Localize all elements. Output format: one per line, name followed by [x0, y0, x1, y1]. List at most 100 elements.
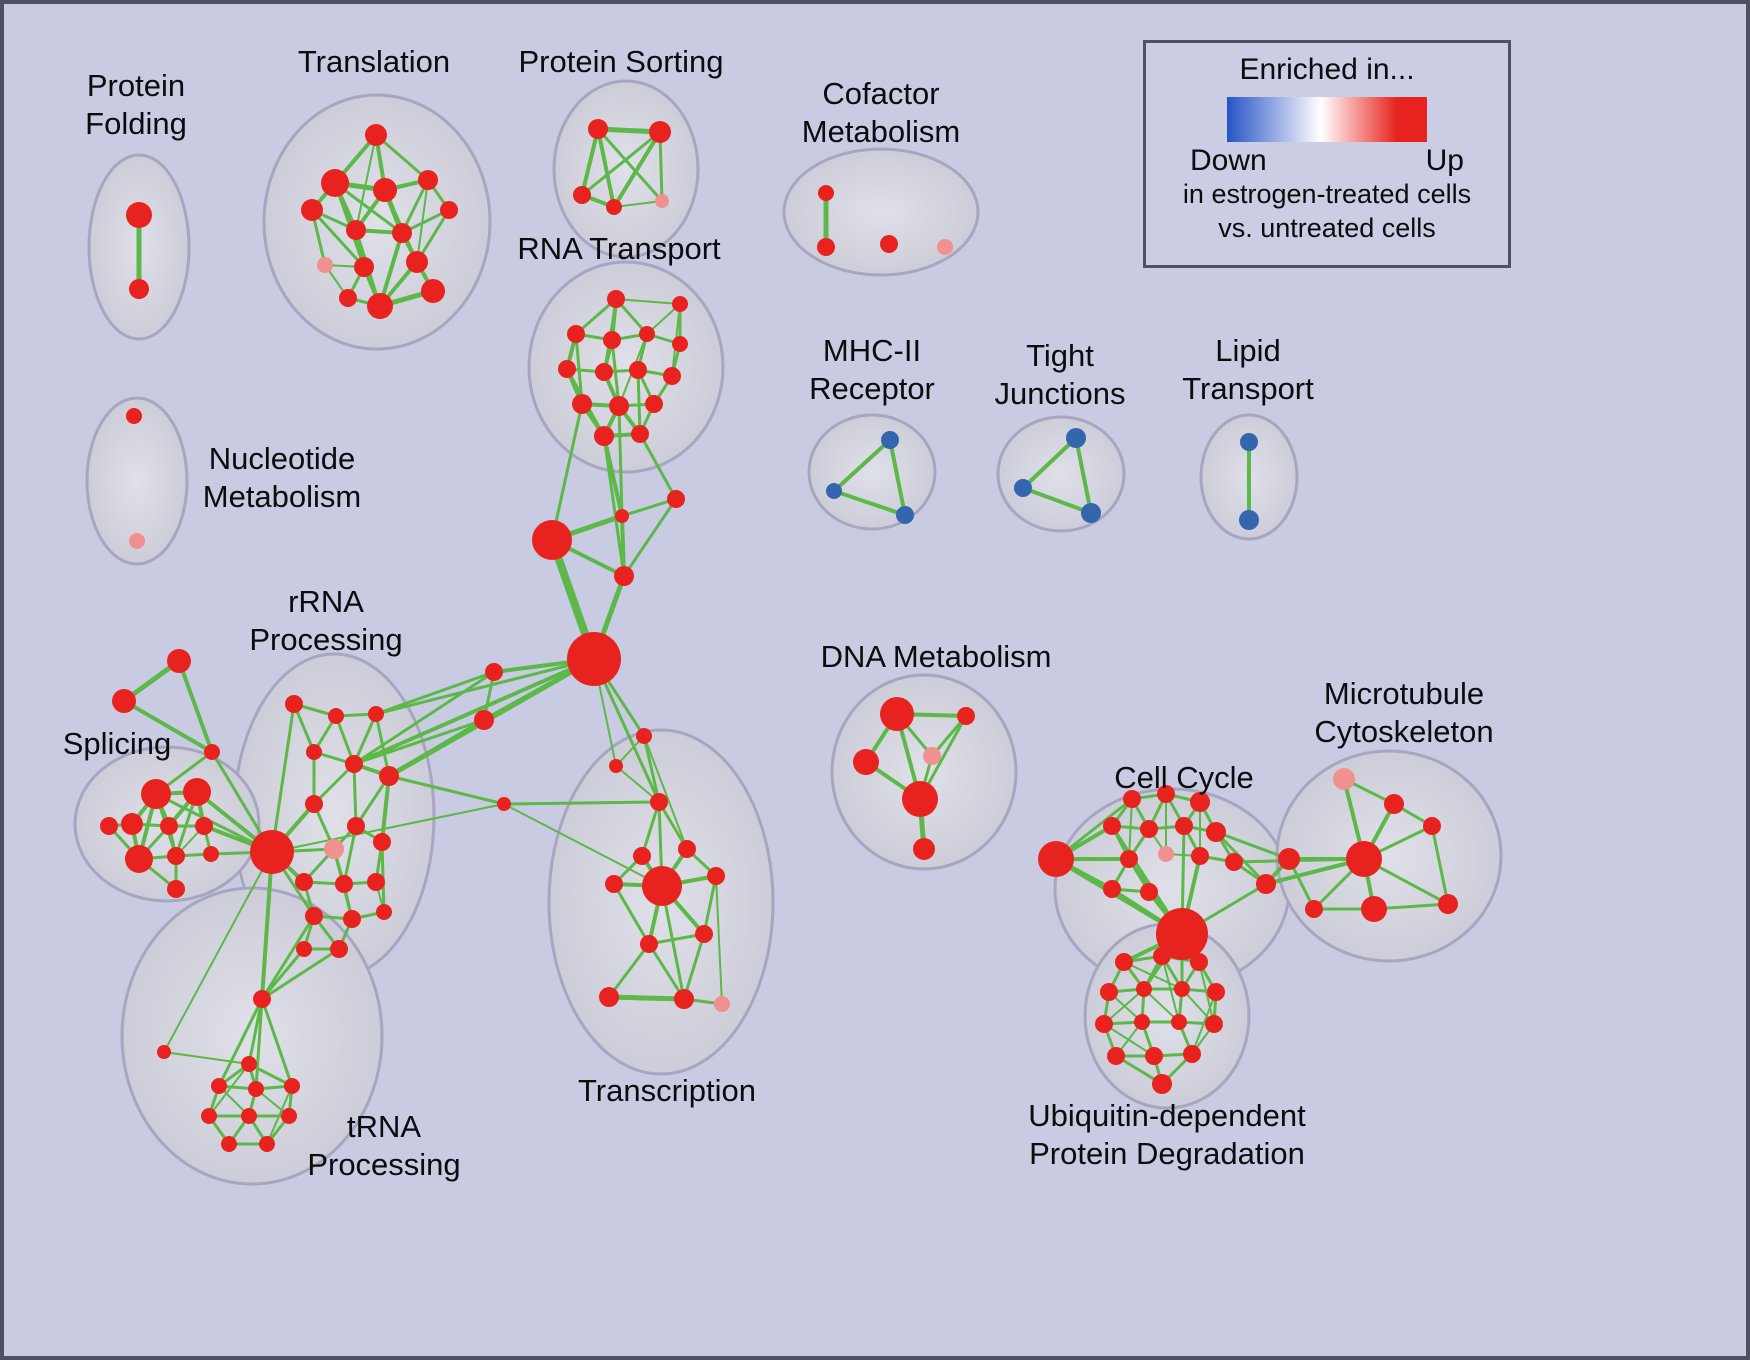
network-edge — [617, 404, 624, 518]
network-node — [937, 239, 953, 255]
network-edge — [620, 497, 678, 518]
network-edge — [163, 851, 273, 1053]
network-node — [607, 290, 625, 308]
network-node — [285, 695, 303, 713]
network-node — [1384, 794, 1404, 814]
network-edge — [596, 127, 664, 203]
network-node — [558, 360, 576, 378]
network-edge — [832, 489, 907, 517]
network-edge — [416, 179, 429, 263]
network-edge — [657, 800, 689, 851]
network-node — [167, 880, 185, 898]
network-node — [1134, 1014, 1150, 1030]
network-edge — [1074, 436, 1093, 515]
network-node — [826, 483, 842, 499]
cluster-label-protein-sorting: Protein Sorting — [518, 44, 723, 79]
cluster-label-mhc-ii-receptor: MHC-II — [823, 333, 921, 368]
network-node — [1066, 428, 1086, 448]
network-node — [1239, 510, 1259, 530]
network-node — [241, 1108, 257, 1124]
network-node — [615, 509, 629, 523]
network-node — [354, 257, 374, 277]
cluster-label-nucleotide-metabolism: Nucleotide — [209, 441, 355, 476]
network-node — [1423, 817, 1441, 835]
network-edge — [310, 208, 366, 269]
network-edge — [177, 659, 214, 754]
network-node — [913, 838, 935, 860]
network-node — [305, 907, 323, 925]
network-node — [497, 797, 511, 811]
network-edge — [702, 874, 718, 936]
network-node — [126, 202, 152, 228]
network-node — [241, 1056, 257, 1072]
network-node — [306, 744, 322, 760]
network-edge — [247, 1062, 294, 1088]
network-node — [1207, 983, 1225, 1001]
network-node — [609, 759, 623, 773]
network-edge — [832, 438, 892, 493]
network-node — [1206, 822, 1226, 842]
network-node — [335, 875, 353, 893]
network-node — [1438, 894, 1458, 914]
network-edge — [615, 765, 660, 803]
network-node — [640, 935, 658, 953]
network-node — [1225, 853, 1243, 871]
network-edge — [374, 712, 391, 778]
network-edge — [352, 712, 378, 766]
network-edge — [888, 438, 907, 517]
network-node — [485, 663, 503, 681]
network-node — [532, 520, 572, 560]
cluster-label-splicing: Splicing — [63, 726, 172, 761]
network-edge — [606, 994, 687, 1002]
network-node — [1305, 900, 1323, 918]
network-node — [1190, 953, 1208, 971]
cluster-label-cell-cycle: Cell Cycle — [1114, 760, 1254, 795]
cluster-label-protein-folding: Folding — [85, 106, 187, 141]
network-node — [1171, 1014, 1187, 1030]
network-edge — [715, 875, 723, 1005]
network-edge — [550, 402, 584, 542]
network-edge — [342, 824, 358, 886]
network-edge — [647, 932, 706, 946]
network-node — [645, 395, 663, 413]
network-edge — [260, 850, 274, 1001]
network-node — [1100, 983, 1118, 1001]
network-node — [100, 817, 118, 835]
network-node — [141, 779, 171, 809]
network-node — [633, 847, 651, 865]
network-node — [1152, 1074, 1172, 1094]
network-edge — [374, 670, 496, 716]
cluster-label-lipid-transport: Lipid — [1215, 333, 1281, 368]
network-node — [160, 817, 178, 835]
network-edge — [254, 997, 264, 1091]
network-edge — [503, 803, 663, 887]
network-node — [603, 331, 621, 349]
cluster-label-protein-folding: Protein — [87, 68, 185, 103]
network-node — [572, 394, 592, 414]
legend-down-label: Down — [1190, 144, 1267, 177]
network-node — [295, 873, 313, 891]
network-node — [1103, 817, 1121, 835]
network-edge — [312, 762, 356, 806]
network-edge — [682, 932, 706, 1001]
network-edge — [643, 735, 688, 850]
network-node — [880, 235, 898, 253]
legend-endpoints: Down Up — [1146, 144, 1508, 178]
network-node — [1158, 846, 1174, 862]
cluster-label-nucleotide-metabolism: Metabolism — [203, 479, 362, 514]
network-node — [1081, 503, 1101, 523]
network-edge — [613, 200, 663, 208]
network-node — [406, 251, 428, 273]
network-edge — [642, 734, 661, 804]
network-edge — [1143, 988, 1180, 1023]
network-node — [157, 1045, 171, 1059]
network-edge — [387, 774, 506, 806]
network-node — [896, 506, 914, 524]
network-node — [881, 431, 899, 449]
network-edge — [607, 942, 651, 999]
network-edge — [387, 718, 486, 778]
network-node — [1095, 1015, 1113, 1033]
network-node — [636, 728, 652, 744]
network-node — [1014, 479, 1032, 497]
